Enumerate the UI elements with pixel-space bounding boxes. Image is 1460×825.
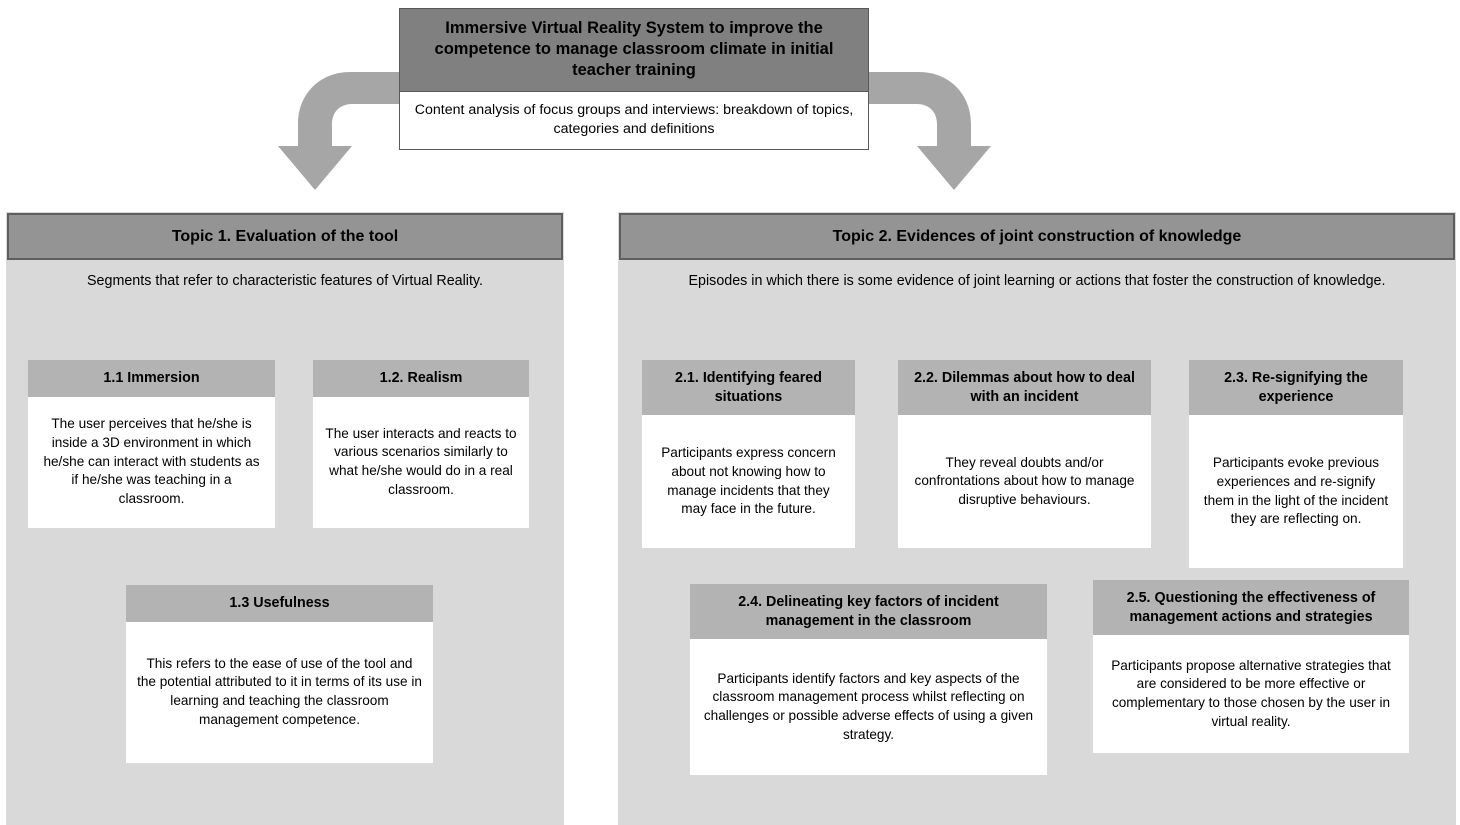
category-2-3-definition: Participants evoke previous experiences … [1189,415,1403,569]
category-1-1-definition: The user perceives that he/she is inside… [28,396,275,528]
topic-2-description: Episodes in which there is some evidence… [688,273,1386,289]
category-1-3-title: 1.3 Usefulness [126,585,433,622]
topic-1-header: Topic 1. Evaluation of the tool [7,213,563,260]
category-2-5-definition: Participants propose alternative strateg… [1093,635,1409,754]
category-card-1-2[interactable]: 1.2. Realism The user interacts and reac… [313,360,529,528]
category-2-2-title: 2.2. Dilemmas about how to deal with an … [898,360,1151,416]
category-card-1-3[interactable]: 1.3 Usefulness This refers to the ease o… [126,585,433,763]
category-2-1-definition: Participants express concern about not k… [642,415,855,549]
arrow-to-topic-1-icon [278,72,400,190]
category-card-2-5[interactable]: 2.5. Questioning the effectiveness of ma… [1093,580,1409,754]
category-card-1-1[interactable]: 1.1 Immersion The user perceives that he… [28,360,275,528]
category-1-2-title: 1.2. Realism [313,360,529,397]
page-title: Immersive Virtual Reality System to impr… [400,9,868,93]
root-title-block: Immersive Virtual Reality System to impr… [399,8,869,151]
category-card-2-4[interactable]: 2.4. Delineating key factors of incident… [690,584,1047,776]
category-card-2-1[interactable]: 2.1. Identifying feared situations Parti… [642,360,855,549]
category-1-3-definition: This refers to the ease of use of the to… [126,621,433,763]
page-subtitle: Content analysis of focus groups and int… [400,92,868,150]
category-2-4-definition: Participants identify factors and key as… [690,639,1047,776]
topic-1-description: Segments that refer to characteristic fe… [87,273,483,289]
category-2-4-title: 2.4. Delineating key factors of incident… [690,584,1047,640]
category-2-5-title: 2.5. Questioning the effectiveness of ma… [1093,580,1409,636]
category-1-2-definition: The user interacts and reacts to various… [313,396,529,528]
topic-2-header: Topic 2. Evidences of joint construction… [619,213,1455,260]
category-2-2-definition: They reveal doubts and/or confrontations… [898,415,1151,549]
category-1-1-title: 1.1 Immersion [28,360,275,397]
category-card-2-2[interactable]: 2.2. Dilemmas about how to deal with an … [898,360,1151,549]
arrow-to-topic-2-icon [869,72,991,190]
category-2-3-title: 2.3. Re-signifying the experience [1189,360,1403,416]
category-card-2-3[interactable]: 2.3. Re-signifying the experience Partic… [1189,360,1403,569]
category-2-1-title: 2.1. Identifying feared situations [642,360,855,416]
